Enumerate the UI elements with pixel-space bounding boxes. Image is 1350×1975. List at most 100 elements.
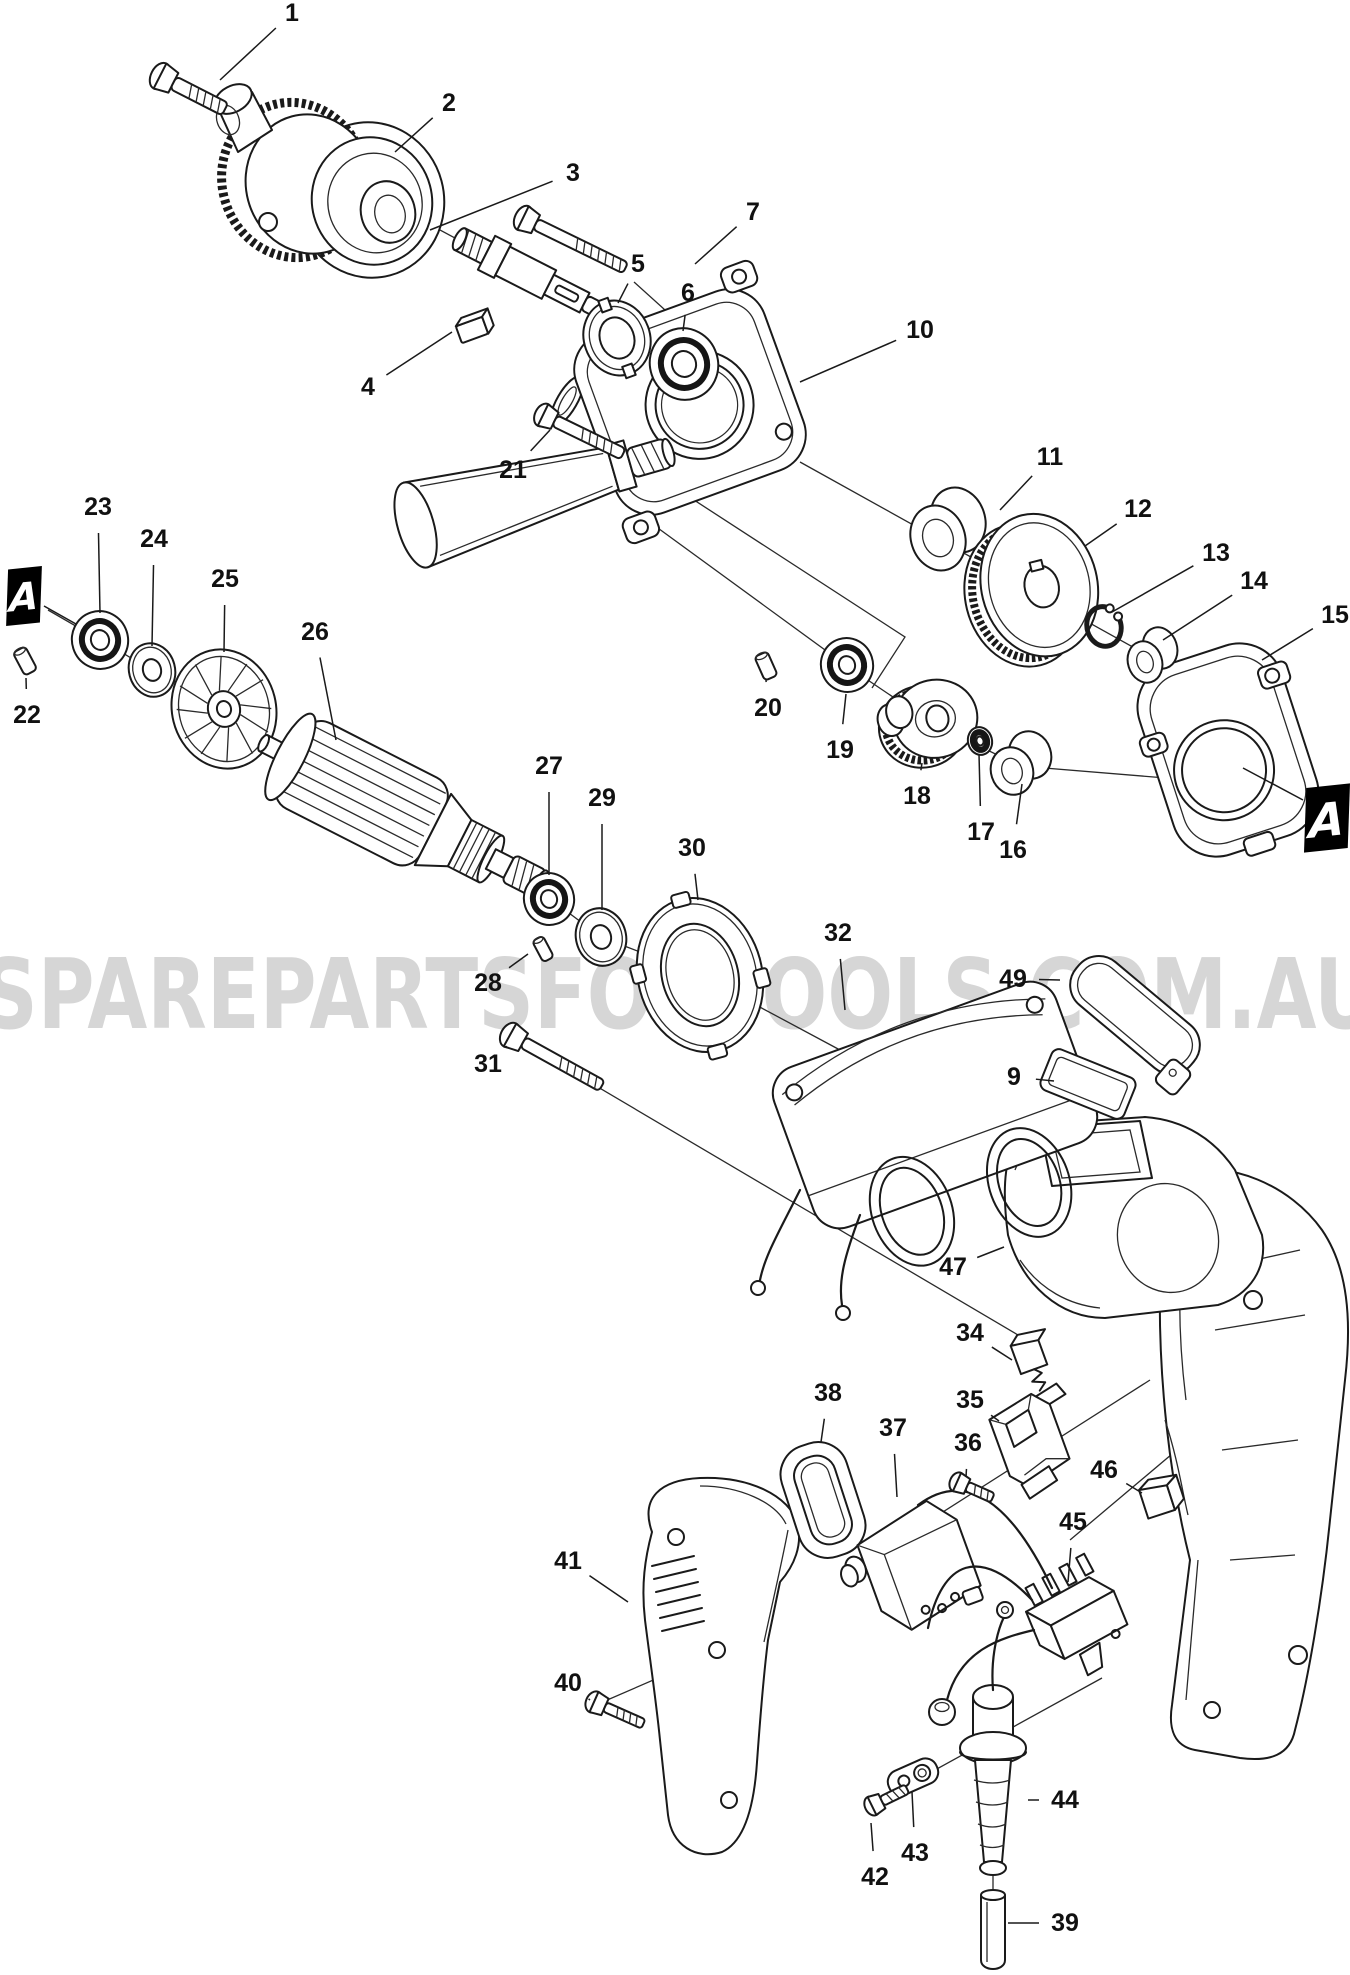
part-label-27: 27	[535, 752, 563, 780]
part-brush-holder-35	[988, 1392, 1071, 1500]
part-label-25: 25	[211, 565, 239, 593]
leader-line-3	[429, 180, 553, 231]
part-label-34: 34	[956, 1319, 984, 1347]
part-label-19: 19	[826, 736, 854, 764]
vent-slots	[651, 1555, 705, 1632]
side-handle	[393, 437, 676, 569]
leader-line-9	[1035, 1078, 1055, 1082]
leader-line-17	[978, 753, 982, 807]
leader-line-24	[151, 564, 155, 647]
part-bearing-23	[70, 610, 130, 670]
part-label-3: 3	[566, 159, 580, 187]
part-carbon-brush-34	[1009, 1328, 1067, 1413]
part-switch-45	[916, 1489, 1129, 1726]
leader-line-21	[530, 429, 551, 452]
section-marker-a-0: A	[6, 565, 42, 627]
part-label-41: 41	[554, 1547, 582, 1575]
part-label-22: 22	[13, 701, 41, 729]
leader-line-47	[976, 1246, 1005, 1259]
leader-line-46	[1125, 1482, 1143, 1494]
part-bushing-11	[909, 486, 987, 572]
part-screw-36	[948, 1471, 995, 1503]
part-label-44: 44	[1051, 1786, 1079, 1814]
leader-line-42	[870, 1822, 874, 1852]
part-washer-17	[966, 726, 994, 756]
part-label-1: 1	[285, 0, 299, 27]
leader-line-19	[842, 693, 847, 725]
part-label-11: 11	[1037, 443, 1064, 471]
part-bearing-27	[522, 872, 576, 926]
leader-line-41	[589, 1575, 629, 1603]
section-marker-leader-0	[43, 605, 77, 625]
part-label-35: 35	[956, 1386, 984, 1414]
part-label-47: 47	[939, 1253, 967, 1281]
part-label-29: 29	[588, 784, 616, 812]
part-handle-housing-left-41	[642, 1476, 801, 1856]
part-label-49: 49	[999, 965, 1027, 993]
part-label-12: 12	[1124, 495, 1152, 523]
part-label-37: 37	[879, 1414, 907, 1442]
part-label-4: 4	[361, 373, 375, 401]
leader-line-6	[682, 314, 686, 332]
part-cord-39	[980, 1889, 1006, 1970]
section-marker-a-1: A	[1303, 783, 1350, 853]
part-boot-38	[779, 1441, 867, 1559]
part-baffle-plate-30	[629, 890, 772, 1061]
part-brush-cap-49	[1069, 954, 1201, 1096]
part-label-30: 30	[678, 834, 706, 862]
part-label-38: 38	[814, 1379, 842, 1407]
leader-line-28	[508, 953, 529, 969]
part-washer-5	[582, 296, 652, 380]
part-cord-guard-44	[959, 1601, 1027, 1876]
leader-line-4	[385, 331, 453, 376]
leader-line-7	[694, 226, 738, 265]
part-label-36: 36	[954, 1429, 982, 1457]
part-label-10: 10	[906, 316, 934, 344]
part-label-39: 39	[1051, 1909, 1079, 1937]
part-label-6: 6	[681, 279, 695, 307]
part-chuck-2	[213, 83, 446, 279]
leader-line-14	[1162, 594, 1233, 641]
part-label-18: 18	[903, 782, 931, 810]
part-pin-22	[13, 646, 37, 676]
leader-line-11	[999, 475, 1033, 511]
part-label-31: 31	[474, 1050, 502, 1078]
leader-line-13	[1111, 565, 1194, 613]
part-pin-28	[532, 935, 554, 963]
part-label-5: 5	[631, 250, 645, 278]
part-circlip-13	[1084, 603, 1124, 649]
part-pin-20	[754, 651, 778, 681]
part-screw-42	[863, 1784, 910, 1817]
part-screw-21	[533, 402, 626, 460]
part-bearing-retainer-15	[1136, 642, 1320, 858]
part-sleeve-16	[989, 730, 1053, 796]
section-marker-leader-1	[1242, 767, 1304, 801]
part-label-23: 23	[84, 493, 112, 521]
part-field-stator-32	[750, 980, 1099, 1321]
part-label-43: 43	[901, 1839, 929, 1867]
part-screw-40	[584, 1690, 646, 1729]
part-screw-7	[512, 204, 628, 274]
part-label-40: 40	[554, 1669, 582, 1697]
part-label-26: 26	[301, 618, 329, 646]
leader-line-45	[1067, 1547, 1072, 1583]
leader-line-1	[219, 27, 277, 81]
part-label-32: 32	[824, 919, 852, 947]
part-label-45: 45	[1059, 1508, 1087, 1536]
part-sleeve-14	[1126, 626, 1179, 684]
part-fan-25	[170, 648, 278, 770]
leader-line-18	[920, 762, 923, 771]
leader-line-23	[97, 532, 101, 614]
part-label-28: 28	[474, 969, 502, 997]
leader-line-35	[990, 1414, 1000, 1422]
part-label-46: 46	[1090, 1456, 1118, 1484]
part-bearing-19	[819, 637, 875, 693]
leader-line-2	[394, 117, 434, 153]
leader-line-15	[1261, 628, 1314, 661]
leader-line-38	[820, 1418, 826, 1443]
part-label-2: 2	[442, 89, 456, 117]
part-label-21: 21	[499, 456, 527, 484]
part-nameplate-9	[1039, 1048, 1137, 1120]
part-bearing-6	[648, 327, 720, 401]
